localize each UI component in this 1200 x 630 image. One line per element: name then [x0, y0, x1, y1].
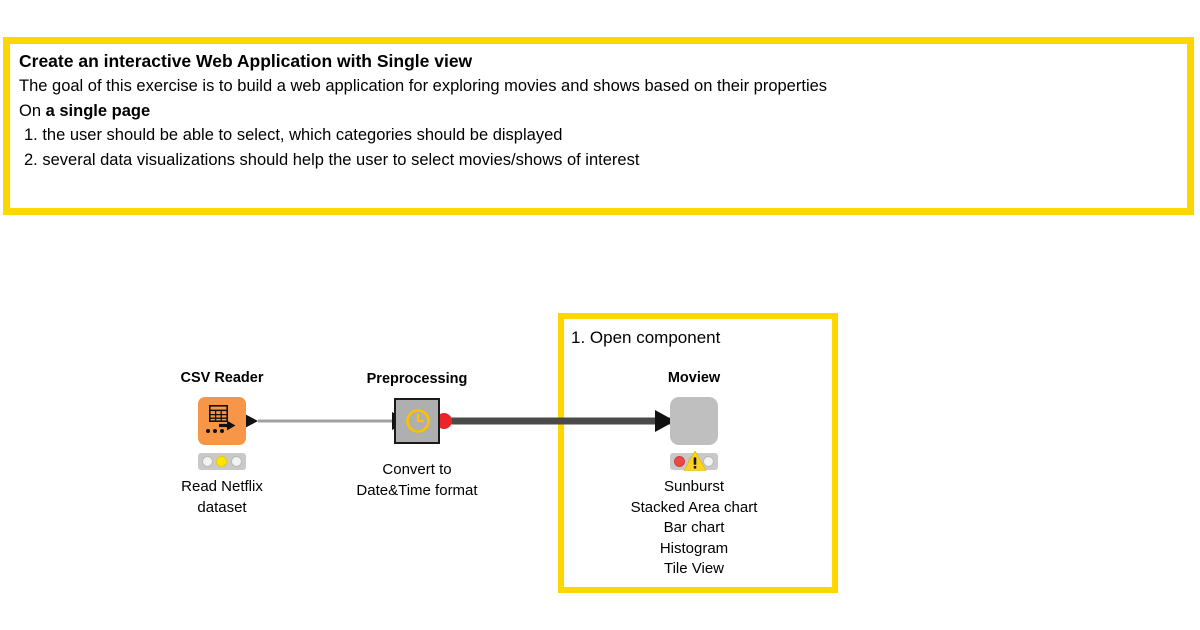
status-lamp-yellow	[216, 456, 228, 467]
node-moview[interactable]: Moview Sunburst Stacked Area chart Bar c…	[631, 370, 758, 577]
header-title: Create an interactive Web Application wi…	[19, 51, 473, 71]
header-on-bold: a single page	[45, 101, 151, 120]
node-subtitle-csv-reader: Read Netflix dataset	[181, 477, 263, 518]
status-lamp-green	[703, 456, 715, 467]
node-subtitle-line: Convert to	[382, 461, 452, 478]
node-subtitle-line: Bar chart	[663, 519, 725, 536]
header-bullet-2: 2. several data visualizations should he…	[24, 150, 640, 169]
table-grid-icon	[209, 405, 228, 422]
header-bullet-1: 1. the user should be able to select, wh…	[24, 126, 563, 144]
component-annotation-box: 1. Open component	[558, 313, 838, 593]
status-lamp-red	[201, 456, 213, 467]
arrow-right-icon	[219, 420, 236, 431]
node-preprocessing[interactable]: Preprocessing Convert to Date&Time forma…	[356, 371, 477, 499]
warning-triangle-icon[interactable]	[683, 450, 707, 472]
clock-icon	[406, 409, 430, 433]
node-subtitle-preprocessing: Convert to Date&Time format	[356, 460, 477, 501]
node-subtitle-moview: Sunburst Stacked Area chart Bar chart Hi…	[631, 477, 758, 580]
header-description: The goal of this exercise is to build a …	[19, 77, 828, 95]
header-on-line: On a single page	[19, 99, 1178, 124]
header-annotation-box: Create an interactive Web Application wi…	[3, 37, 1194, 215]
node-title-preprocessing: Preprocessing	[366, 371, 468, 387]
status-lamp-green	[231, 456, 243, 467]
component-annotation-label: 1. Open component	[571, 328, 721, 347]
node-subtitle-line: Histogram	[659, 539, 729, 557]
ellipsis-icon	[206, 429, 224, 433]
status-bar-csv-reader	[198, 453, 246, 470]
clock-metanode-icon	[394, 398, 440, 444]
node-subtitle-line: Sunburst	[663, 478, 725, 495]
status-lamp-red	[673, 456, 685, 467]
node-subtitle-line: dataset	[197, 498, 247, 516]
header-on-prefix: On	[19, 101, 46, 120]
node-csv-reader[interactable]: CSV Reader Read Netflix dataset	[180, 370, 263, 516]
node-subtitle-line: Tile View	[663, 560, 725, 577]
csv-reader-icon	[198, 397, 246, 445]
node-title-moview: Moview	[667, 370, 721, 386]
node-subtitle-line: Read Netflix	[181, 478, 263, 495]
node-subtitle-line: Stacked Area chart	[630, 498, 758, 516]
component-icon	[670, 397, 718, 445]
node-title-csv-reader: CSV Reader	[180, 370, 264, 386]
node-subtitle-line: Date&Time format	[356, 481, 478, 499]
